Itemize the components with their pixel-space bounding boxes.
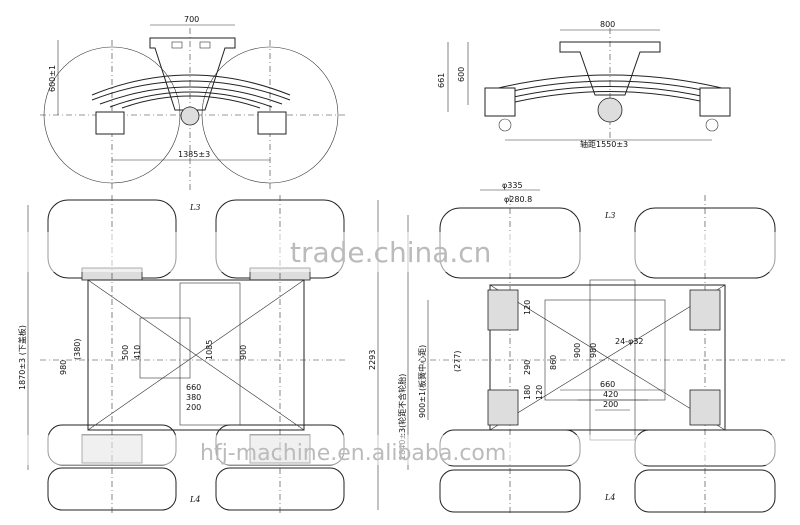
- right-spacing-dim: 轴距1550±3: [580, 139, 628, 149]
- right-frame: [489, 284, 726, 431]
- left-dim-660: 660: [186, 383, 201, 392]
- left-l4-label: L4: [189, 495, 200, 504]
- left-dim-380: (380): [73, 338, 82, 360]
- watermark-band-bottom: [0, 435, 800, 465]
- right-dim-980: 980: [589, 343, 598, 358]
- right-dim-420: 420: [603, 390, 618, 399]
- left-frame: [87, 279, 305, 431]
- right-dia-335: φ335: [502, 181, 523, 190]
- right-dim-180: 180: [523, 385, 532, 400]
- left-l3-label: L3: [189, 203, 200, 212]
- left-spacing-dim: 1385±3: [178, 150, 210, 159]
- watermark-top: trade.china.cn: [290, 236, 491, 269]
- right-hanger-bracket: [559, 41, 661, 96]
- left-dim-980: 980: [59, 360, 68, 375]
- right-total-dim: 2293: [368, 350, 377, 370]
- right-inner-dim: 900±1(板簧中心距): [417, 345, 427, 418]
- left-dim-200: 200: [186, 403, 201, 412]
- right-dim-660: 660: [600, 380, 615, 389]
- right-l3-label: L3: [604, 211, 615, 220]
- right-dim-120b: 120: [535, 385, 544, 400]
- left-track-dim: 1870±3 (下盖板): [17, 325, 27, 390]
- right-width-dim: 800: [600, 20, 615, 29]
- right-dim-900: 900: [573, 343, 582, 358]
- left-dim-410: 410: [133, 345, 142, 360]
- right-height-dim-1: 661: [437, 73, 446, 88]
- left-dim-380b: 380: [186, 393, 201, 402]
- left-dim-900: 900: [239, 345, 248, 360]
- left-axle-seat-2: [257, 111, 287, 135]
- left-width-dim: 700: [184, 15, 199, 24]
- left-axle-seat-1: [95, 111, 125, 135]
- left-side-view: 700 600±1 1385±3: [40, 15, 345, 190]
- right-height-dim-2: 600: [457, 67, 466, 82]
- right-axle-seat-2: [699, 87, 731, 117]
- right-dia-280: φ280.8: [504, 195, 532, 204]
- left-dim-1085: 1085: [205, 340, 214, 360]
- right-l4-label: L4: [604, 493, 615, 502]
- right-dim-860: 860: [549, 355, 558, 370]
- right-dim-200: 200: [603, 400, 618, 409]
- left-dim-500: 500: [121, 345, 130, 360]
- watermark-bottom: hfj-machine.en.alibaba.com: [200, 441, 506, 466]
- right-dim-120: 120: [523, 300, 532, 315]
- right-side-view: 800 661 600 轴距1550±3: [437, 20, 731, 149]
- left-height-dim: 600±1: [48, 65, 57, 92]
- left-hanger-bracket: [149, 37, 236, 111]
- right-track-dim: 1840±3(轮距不含轮胎): [397, 374, 407, 460]
- watermark-band-top: [0, 232, 800, 272]
- right-holes-dim: 24-φ32: [615, 337, 644, 346]
- right-dim-290: 290: [523, 360, 532, 375]
- right-dim-277: (277): [453, 350, 462, 372]
- right-axle-seat-1: [484, 87, 516, 117]
